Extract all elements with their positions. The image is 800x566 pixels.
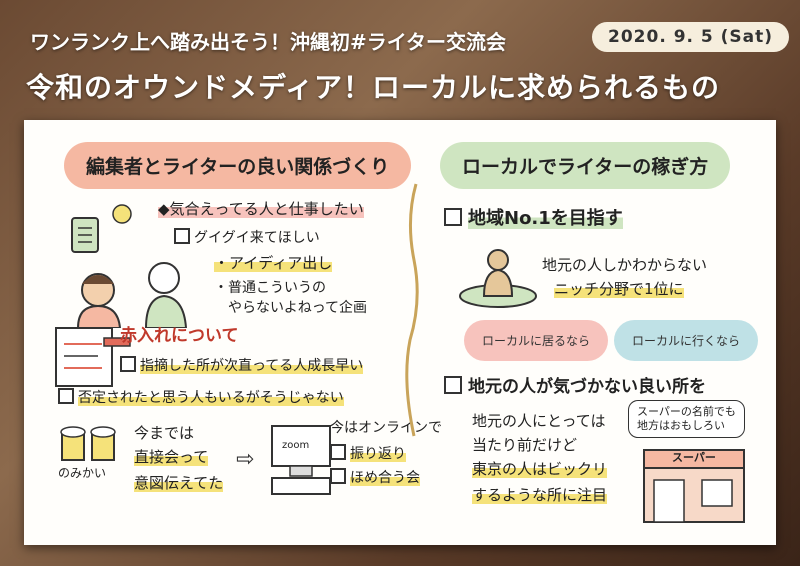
left-point2-sub2-text: 否定されたと思う人もいるがそうじゃない [78, 390, 344, 406]
right-point2-line4-text: するような所に注目 [472, 486, 608, 504]
checkbox-icon [444, 208, 462, 226]
local-move-blob: ローカルに行くなら [614, 320, 759, 361]
bubble-line2: 地方はおもしろい [637, 418, 725, 432]
right-point1-line1: 地元の人しかわからない [542, 256, 708, 274]
now-item2: ほめ合う会 [330, 468, 420, 488]
column-divider [405, 183, 419, 437]
event-date: 2020. 9. 5 (Sat) [592, 22, 790, 52]
left-point2-sub1: 指摘した所が次直ってる人成長早い [120, 356, 364, 376]
right-point2-line2: 当たり前だけど [472, 436, 578, 454]
left-point2-sub2: 否定されたと思う人もいるがそうじゃない [58, 388, 344, 408]
left-bullet2: ・普通こういうの [214, 280, 326, 296]
right-point2-line1: 地元の人にとっては [472, 412, 606, 430]
left-point2-title: 赤入れについて [120, 326, 239, 346]
checkbox-icon [120, 356, 136, 372]
checkbox-icon [330, 468, 346, 484]
checkbox-icon [444, 376, 462, 394]
left-point1-text: ◆気合えってる人と仕事したい [158, 200, 364, 218]
computer-illustration [271, 425, 331, 495]
past-line3-text: 意図伝えてた [134, 474, 224, 492]
red-pen-paper-illustration [55, 327, 131, 387]
graphic-record-board: 編集者とライターの良い関係づくり ◆気合えってる人と仕事したい グイグイ来てほし… [24, 120, 776, 545]
past-line2: 直接会って [134, 448, 209, 467]
beer-mugs-illustration [60, 426, 116, 461]
meeting-people-illustration [71, 204, 188, 328]
event-subtitle: ワンランク上へ踏み出そう！沖縄初#ライター交流会 [30, 30, 506, 54]
right-point2: 地元の人が気づかない良い所を [444, 376, 706, 398]
left-point1: ◆気合えってる人と仕事したい [158, 200, 364, 219]
right-heading: ローカルでライターの稼ぎ方 [440, 142, 731, 189]
zoom-label: zoom [282, 440, 310, 451]
past-line1: 今までは [134, 424, 195, 442]
speech-bubble: スーパーの名前でも 地方はおもしろい [628, 400, 745, 438]
left-heading: 編集者とライターの良い関係づくり [64, 142, 412, 189]
now-item1-text: 振り返り [350, 446, 406, 462]
left-bullet2-cont: やらないよねって企画 [228, 300, 368, 316]
bubble-line1: スーパーの名前でも [637, 405, 736, 418]
supermarket-illustration [643, 449, 745, 523]
right-point2-text: 地元の人が気づかない良い所を [468, 377, 706, 397]
page-title: 令和のオウンドメディア！ローカルに求められるもの [26, 71, 721, 104]
past-line3: 意図伝えてた [134, 474, 224, 493]
left-point1-sub1: グイグイ来てほしい [174, 228, 320, 248]
left-point2-sub1-text: 指摘した所が次直ってる人成長早い [140, 358, 364, 374]
drink-label: のみかい [58, 466, 107, 480]
left-bullet1: ・アイディア出し [214, 254, 333, 273]
now-item2-text: ほめ合う会 [350, 470, 420, 486]
checkbox-icon [58, 388, 74, 404]
past-line2-text: 直接会って [134, 448, 209, 466]
right-point1-line2: ニッチ分野で1位に [554, 280, 684, 299]
local-stay-blob: ローカルに居るなら [464, 320, 609, 361]
left-point1-sub1-text: グイグイ来てほしい [194, 230, 320, 246]
right-point1-text: 地域No.1を目指す [468, 208, 623, 229]
checkbox-icon [174, 228, 190, 244]
shop-sign: スーパー [672, 451, 716, 464]
right-point1: 地域No.1を目指す [444, 208, 623, 231]
right-point2-line4: するような所に注目 [472, 486, 608, 505]
right-point2-line3-text: 東京の人はビックリ [472, 460, 608, 478]
now-item1: 振り返り [330, 444, 406, 464]
checkbox-icon [330, 444, 346, 460]
arrow-right-icon: ⇨ [236, 447, 255, 472]
right-point2-line3: 東京の人はビックリ [472, 460, 608, 479]
right-point1-line2-text: ニッチ分野で1位に [554, 280, 684, 298]
left-bullet1-text: ・アイディア出し [214, 254, 333, 272]
local-hero-illustration [459, 249, 537, 308]
